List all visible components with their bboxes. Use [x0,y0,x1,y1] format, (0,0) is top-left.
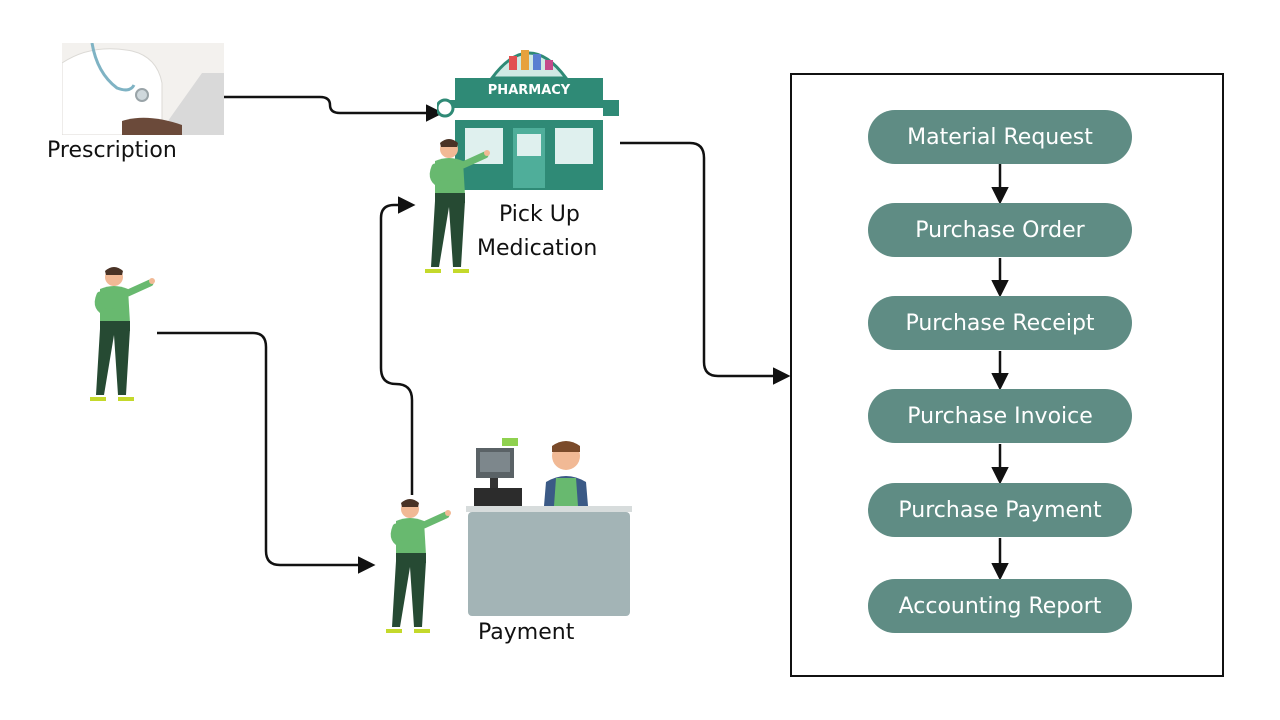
prescription-label: Prescription [47,138,177,163]
step-material-request: Material Request [868,110,1132,164]
connector-prescription-to-pharmacy [224,95,444,122]
connector-pharmacy-to-process [620,141,791,385]
person-pickup-icon [425,139,490,273]
doctor-laptop-icon [62,43,224,135]
step-purchase-invoice: Purchase Invoice [868,389,1132,443]
pharmacy-store-icon: PHARMACY [437,50,619,190]
person-payment-icon [386,499,451,633]
step-accounting-report: Accounting Report [868,579,1132,633]
payment-label: Payment [478,620,575,645]
pharmacy-sign-text: PHARMACY [488,83,571,98]
step-purchase-receipt: Purchase Receipt [868,296,1132,350]
person-customer-icon [90,267,155,401]
step-purchase-order: Purchase Order [868,203,1132,257]
step-purchase-payment: Purchase Payment [868,483,1132,537]
connector-customer-to-payment [157,331,376,574]
pickup-label-line2: Medication [477,236,598,261]
cashier-counter-icon [466,438,632,616]
pickup-label-line1: Pick Up [499,202,580,227]
connector-payment-to-pickup [379,196,416,495]
